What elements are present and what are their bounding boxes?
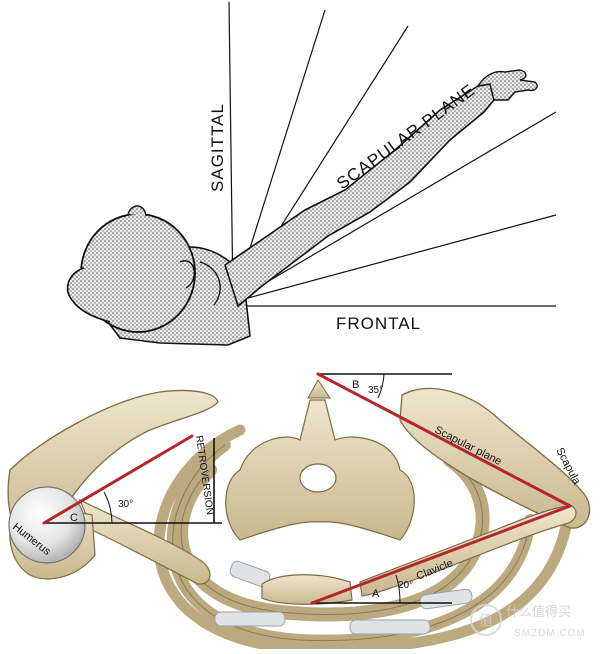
right-clavicle <box>359 505 577 597</box>
angle-arcs <box>103 373 401 604</box>
right-scapula <box>399 387 591 529</box>
arc-a <box>395 574 401 604</box>
vertebra <box>225 379 415 541</box>
arc-b <box>377 373 385 399</box>
label-c: C <box>70 512 78 524</box>
spinous-process <box>307 379 331 399</box>
plane-line-3 <box>232 111 557 303</box>
ear-shape <box>179 260 195 289</box>
arc-c <box>103 491 113 524</box>
clavicle-line <box>310 504 572 605</box>
label-b: B <box>352 379 359 391</box>
costal-cartilage <box>214 560 473 635</box>
hair-tuft <box>127 205 147 217</box>
watermark-brand: 什么值得买 <box>506 604 571 619</box>
reference-lines <box>44 373 452 604</box>
hand-shape <box>476 69 538 101</box>
watermark: 值 什么值得买 SMZDM.COM <box>470 604 586 639</box>
top-figure: SAGITTAL FRONTAL SCAPULAR PLANE <box>66 1 557 346</box>
smzdm-logo-icon: 值 <box>470 604 502 636</box>
shoulder-curve <box>199 261 221 306</box>
sagittal-plane-line <box>228 1 234 303</box>
angle-c-label: 30° <box>118 499 133 510</box>
face-shape <box>66 267 111 323</box>
rib-cage-edges <box>172 444 531 642</box>
humerus-head <box>8 486 96 580</box>
angle-a-label: 20° <box>398 580 413 591</box>
bottom-figure: B 35° C 30° A 20° Scapular plane Scapula… <box>7 372 591 654</box>
spinal-canal <box>299 463 337 493</box>
left-clavicle <box>78 498 211 585</box>
svg-text:值: 值 <box>479 612 493 628</box>
sagittal-label: SAGITTAL <box>208 103 227 192</box>
label-a: A <box>372 588 380 600</box>
angle-b-label: 35° <box>368 385 383 396</box>
plane-lines <box>42 372 572 605</box>
humerus-axis-line <box>42 434 194 525</box>
scapular-plane-line <box>316 372 572 508</box>
arm-shape <box>224 83 495 308</box>
sternum <box>261 574 353 605</box>
frontal-label: FRONTAL <box>336 314 421 333</box>
watermark-url: SMZDM.COM <box>514 628 586 639</box>
plane-line-4 <box>232 214 557 303</box>
